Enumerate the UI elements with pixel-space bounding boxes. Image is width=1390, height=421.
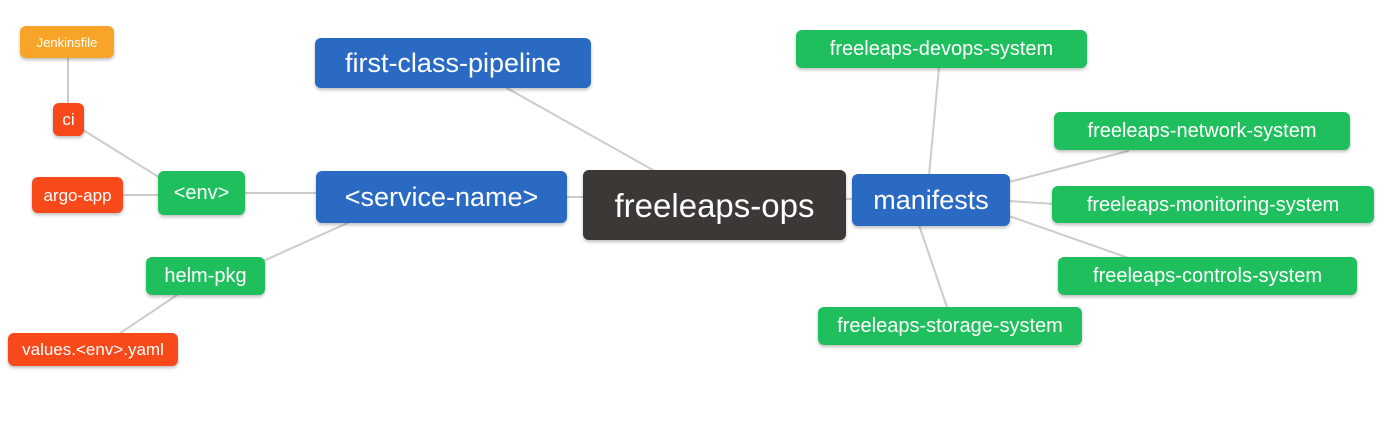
edge-manifests-to-controls-system (1008, 215, 1141, 263)
node-devops-system[interactable]: freeleaps-devops-system (796, 30, 1087, 68)
node-network-system[interactable]: freeleaps-network-system (1054, 112, 1350, 150)
node-label-first-class-pipeline: first-class-pipeline (344, 47, 562, 78)
edge-ci-to-env (82, 129, 166, 182)
node-label-argo-app: argo-app (43, 185, 112, 205)
node-label-storage-system: freeleaps-storage-system (837, 315, 1063, 337)
node-service-name[interactable]: <service-name> (316, 171, 567, 223)
node-label-controls-system: freeleaps-controls-system (1093, 265, 1322, 287)
edge-first-class-pipeline-to-freeleaps-ops (504, 86, 661, 175)
edge-helm-pkg-to-values-env-yaml (115, 294, 178, 337)
node-controls-system[interactable]: freeleaps-controls-system (1058, 257, 1357, 295)
node-label-service-name: <service-name> (344, 181, 539, 212)
edge-helm-pkg-to-service-name (260, 220, 353, 263)
node-storage-system[interactable]: freeleaps-storage-system (818, 307, 1082, 345)
node-label-env: <env> (173, 182, 230, 204)
node-label-values-env-yaml: values.<env>.yaml (22, 340, 164, 359)
node-first-class-pipeline[interactable]: first-class-pipeline (315, 38, 591, 88)
node-label-helm-pkg: helm-pkg (164, 265, 247, 287)
node-label-manifests: manifests (873, 184, 989, 215)
node-label-ci: ci (62, 110, 75, 129)
node-helm-pkg[interactable]: helm-pkg (146, 257, 265, 295)
node-label-monitoring-system: freeleaps-monitoring-system (1086, 193, 1340, 216)
edge-manifests-to-network-system (1008, 150, 1129, 183)
node-label-devops-system: freeleaps-devops-system (829, 38, 1054, 60)
node-env[interactable]: <env> (158, 171, 245, 215)
node-manifests[interactable]: manifests (852, 174, 1010, 226)
edge-devops-system-to-manifests (928, 66, 940, 177)
edge-manifests-to-monitoring-system (1008, 200, 1056, 205)
node-label-network-system: freeleaps-network-system (1087, 120, 1317, 142)
node-jenkinsfile[interactable]: Jenkinsfile (20, 26, 114, 58)
node-argo-app[interactable]: argo-app (32, 177, 123, 213)
node-monitoring-system[interactable]: freeleaps-monitoring-system (1052, 186, 1374, 223)
node-ci[interactable]: ci (53, 103, 84, 136)
node-label-jenkinsfile: Jenkinsfile (36, 34, 98, 50)
node-values-env-yaml[interactable]: values.<env>.yaml (8, 333, 178, 366)
node-label-freeleaps-ops: freeleaps-ops (614, 186, 815, 224)
edge-manifests-to-storage-system (918, 224, 949, 311)
node-freeleaps-ops[interactable]: freeleaps-ops (583, 170, 846, 240)
